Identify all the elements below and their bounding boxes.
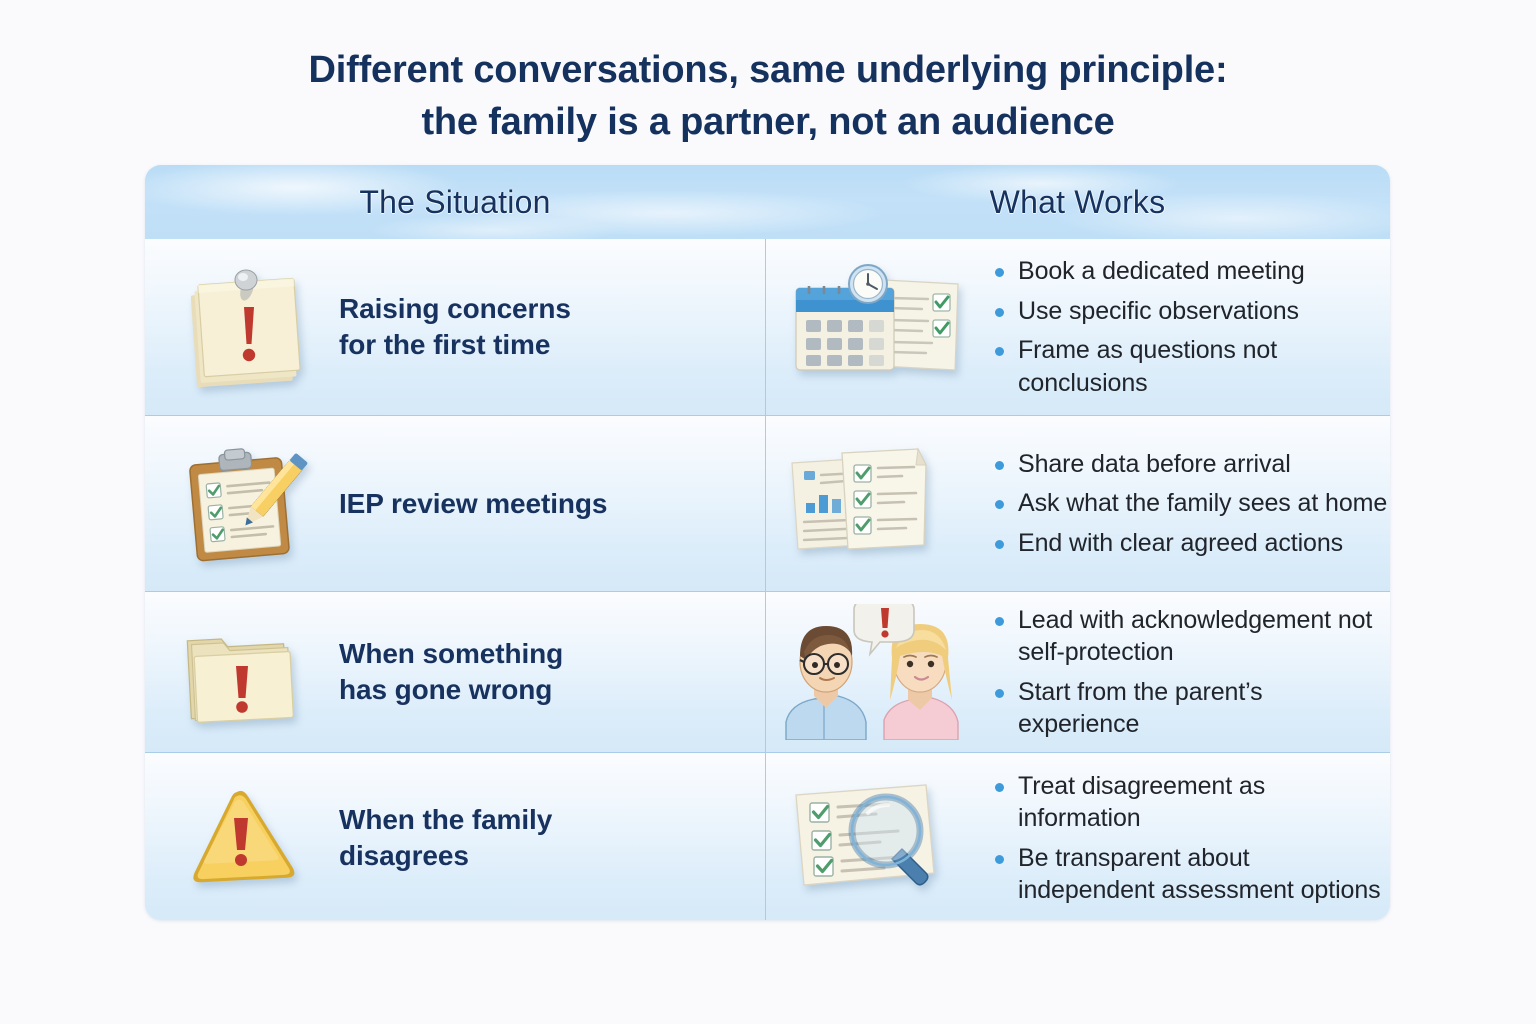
table-header-row: The Situation What Works: [145, 165, 1390, 239]
works-list: Book a dedicated meeting Use specific ob…: [992, 255, 1390, 399]
works-list-item: Treat disagreement as information: [992, 770, 1390, 835]
folder-alert-icon: [186, 638, 294, 723]
works-list-item: Be transparent about independent assessm…: [992, 842, 1390, 907]
situation-label-line-2: for the first time: [339, 329, 551, 360]
table-row: IEP review meetings: [145, 415, 1390, 591]
situation-cell: Raising concerns for the first time: [145, 239, 765, 415]
works-list-item: Use specific observations: [992, 295, 1390, 328]
works-list-item: Book a dedicated meeting: [992, 255, 1390, 288]
comparison-table: The Situation What Works: [145, 165, 1390, 920]
situation-label-line-1: When the family: [339, 804, 553, 836]
situation-label: Raising concerns for the first time: [339, 291, 571, 363]
works-list-item: End with clear agreed actions: [992, 527, 1387, 560]
table-header-works: What Works: [765, 165, 1390, 239]
works-cell: Treat disagreement as information Be tra…: [765, 753, 1390, 920]
situation-cell: When something has gone wrong: [145, 592, 765, 752]
data-report-checklist-icon: [791, 446, 927, 550]
table-header-situation-label: The Situation: [359, 183, 551, 220]
clipboard-pencil-icon: [189, 447, 308, 561]
situation-label-line-1: When something: [339, 638, 564, 670]
situation-label: IEP review meetings: [339, 486, 607, 522]
situation-label-line-1: Raising concerns: [339, 293, 571, 325]
table-row: When something has gone wrong: [145, 591, 1390, 752]
works-list: Treat disagreement as information Be tra…: [992, 770, 1390, 907]
checklist-magnifier-icon: [795, 784, 935, 886]
works-cell: Share data before arrival Ask what the f…: [765, 416, 1390, 591]
table-row: When the family disagrees: [145, 752, 1390, 920]
works-list-item: Start from the parent’s experience: [992, 676, 1390, 741]
works-list: Share data before arrival Ask what the f…: [992, 448, 1387, 560]
works-list-item: Share data before arrival: [992, 448, 1387, 481]
table-body: Raising concerns for the first time: [145, 239, 1390, 920]
situation-cell: IEP review meetings: [145, 416, 765, 591]
works-list-item: Lead with acknowledgement not self-prote…: [992, 604, 1390, 669]
works-list: Lead with acknowledgement not self-prote…: [992, 604, 1390, 741]
calendar-clock-checklist-icon: [795, 264, 959, 371]
works-list-item: Ask what the family sees at home: [992, 487, 1387, 520]
works-list-item: Frame as questions not conclusions: [992, 334, 1390, 399]
table-header-works-label: What Works: [989, 183, 1166, 220]
table-header-situation: The Situation: [145, 165, 765, 239]
page-title-line-2: the family is a partner, not an audience: [421, 101, 1115, 144]
works-cell: Book a dedicated meeting Use specific ob…: [765, 239, 1390, 415]
situation-cell: When the family disagrees: [145, 753, 765, 920]
situation-label-line-2: disagrees: [339, 840, 469, 871]
situation-label: When the family disagrees: [339, 802, 552, 874]
two-people-speech-bubble-icon: [785, 604, 959, 740]
situation-label: When something has gone wrong: [339, 636, 563, 708]
table-row: Raising concerns for the first time: [145, 239, 1390, 415]
warning-triangle-icon: [193, 790, 295, 883]
situation-label-line-2: has gone wrong: [339, 674, 553, 705]
works-cell: Lead with acknowledgement not self-prote…: [765, 592, 1390, 752]
situation-label-line-1: IEP review meetings: [339, 487, 608, 519]
sticky-note-alert-icon: [190, 269, 301, 388]
page-title-line-1: Different conversations, same underlying…: [308, 49, 1228, 91]
page-title: Different conversations, same underlying…: [0, 44, 1536, 149]
